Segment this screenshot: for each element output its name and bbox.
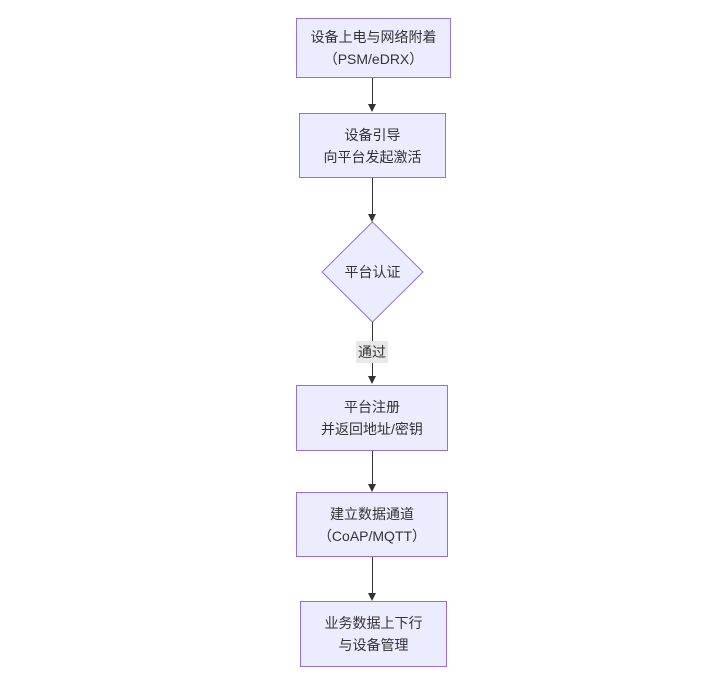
- arrowhead-icon: [368, 593, 376, 601]
- arrow-line: [371, 557, 373, 593]
- node-text-line: （CoAP/MQTT）: [317, 527, 427, 544]
- arrowhead-icon: [368, 104, 376, 112]
- arrow-line: [371, 78, 373, 104]
- node-text-line: 向平台发起激活: [323, 148, 422, 165]
- arrowhead-icon: [368, 484, 376, 492]
- edge-label-pass: 通过: [356, 341, 388, 363]
- edge-arrow-reg-to-channel: [368, 451, 377, 492]
- node-text-line: 与设备管理: [338, 637, 409, 653]
- edge-arrow-boot-to-auth: [368, 178, 377, 222]
- node-device-power-attach: 设备上电与网络附着 （PSM/eDRX）: [296, 18, 451, 78]
- node-text-line: 建立数据通道: [330, 505, 414, 522]
- node-platform-auth: 平台认证: [322, 222, 423, 322]
- edge-arrow-channel-to-biz: [368, 557, 377, 601]
- edge-arrow-power-to-boot: [368, 78, 377, 112]
- node-text-line: 平台注册: [344, 399, 400, 415]
- arrowhead-icon: [368, 214, 376, 222]
- node-text-line: 平台认证: [344, 264, 401, 280]
- node-platform-register: 平台注册 并返回地址/密钥: [296, 385, 448, 451]
- arrowhead-icon: [368, 376, 376, 384]
- node-data-channel: 建立数据通道 （CoAP/MQTT）: [296, 492, 448, 557]
- arrow-line: [371, 178, 373, 214]
- node-text-line: 设备上电与网络附着: [310, 29, 437, 45]
- node-text-line: （PSM/eDRX）: [323, 51, 424, 67]
- node-text-line: 并返回地址/密钥: [321, 421, 423, 437]
- node-text-line: 业务数据上下行: [324, 615, 423, 631]
- arrow-line: [371, 451, 373, 484]
- node-business-data: 业务数据上下行 与设备管理: [300, 601, 447, 667]
- node-device-boot: 设备引导 向平台发起激活: [299, 113, 446, 178]
- decision-diamond-shape: [321, 221, 424, 323]
- node-text-line: 设备引导: [344, 126, 401, 143]
